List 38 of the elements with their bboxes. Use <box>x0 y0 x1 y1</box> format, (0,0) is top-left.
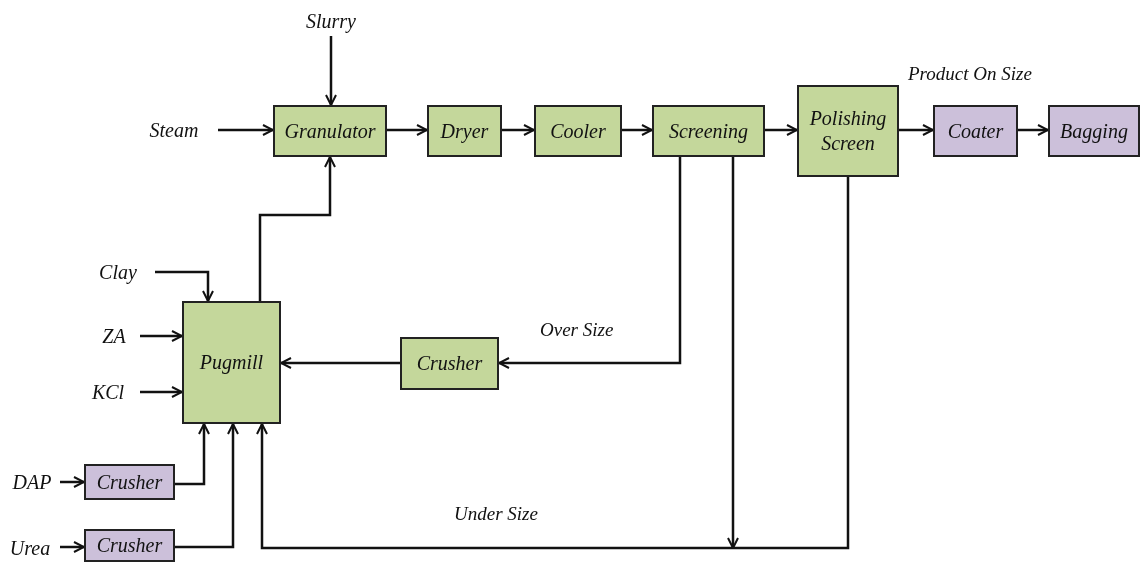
material-label: DAP <box>8 468 56 496</box>
arrow <box>175 423 210 486</box>
material-label: KCl <box>84 378 132 406</box>
process-box: Coater <box>933 105 1018 157</box>
arrow <box>218 124 274 136</box>
process-box: Crusher <box>84 464 175 500</box>
arrow <box>765 124 798 136</box>
arrow <box>727 157 739 549</box>
arrow <box>280 357 400 369</box>
process-box: Pugmill <box>182 301 281 424</box>
arrow <box>325 36 337 106</box>
process-box: Crusher <box>84 529 175 562</box>
arrow <box>175 423 239 549</box>
process-box: Screening <box>652 105 765 157</box>
process-box: Cooler <box>534 105 622 157</box>
arrow <box>502 124 535 136</box>
material-label: ZA <box>94 322 134 350</box>
arrow <box>387 124 428 136</box>
process-box: Crusher <box>400 337 499 390</box>
material-label: Steam <box>140 116 208 144</box>
arrow <box>140 386 183 398</box>
process-box: Bagging <box>1048 105 1140 157</box>
arrow <box>1018 124 1049 136</box>
process-box: Dryer <box>427 105 502 157</box>
material-label: Clay <box>92 258 144 286</box>
material-label: Slurry <box>300 6 362 36</box>
arrow <box>498 157 682 369</box>
process-box: Granulator <box>273 105 387 157</box>
arrow <box>899 124 934 136</box>
arrow <box>256 423 733 550</box>
material-label: Urea <box>4 534 56 562</box>
arrow <box>60 541 85 553</box>
arrow <box>258 156 336 301</box>
arrow <box>140 330 183 342</box>
arrow <box>622 124 653 136</box>
arrow <box>155 270 214 302</box>
process-box: Polishing Screen <box>797 85 899 177</box>
arrow <box>60 476 85 488</box>
